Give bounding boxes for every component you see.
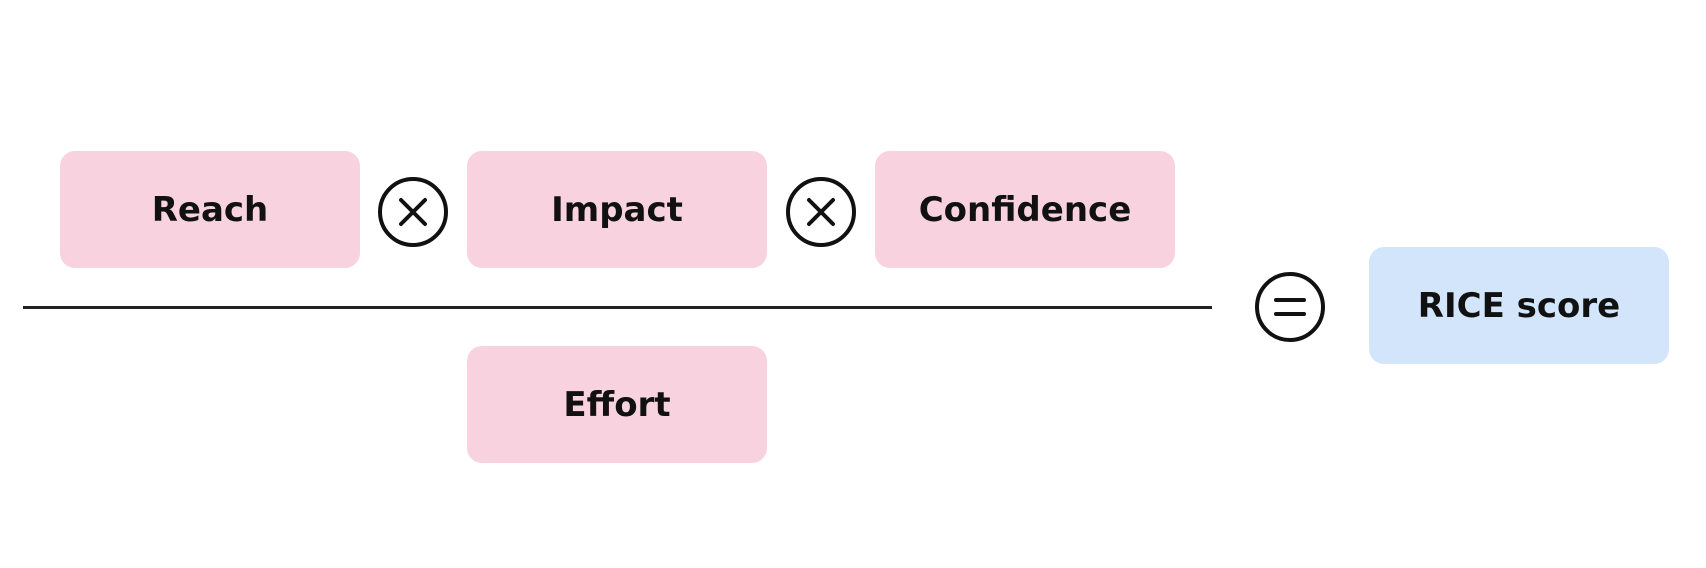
multiply-icon [377, 176, 449, 248]
multiply-icon [785, 176, 857, 248]
factor-effort-box: Effort [467, 346, 767, 463]
factor-reach-box: Reach [60, 151, 360, 268]
fraction-line [23, 306, 1212, 309]
equals-icon [1254, 271, 1326, 343]
factor-impact-box: Impact [467, 151, 767, 268]
result-rice-score-box: RICE score [1369, 247, 1669, 364]
factor-confidence-box: Confidence [875, 151, 1175, 268]
